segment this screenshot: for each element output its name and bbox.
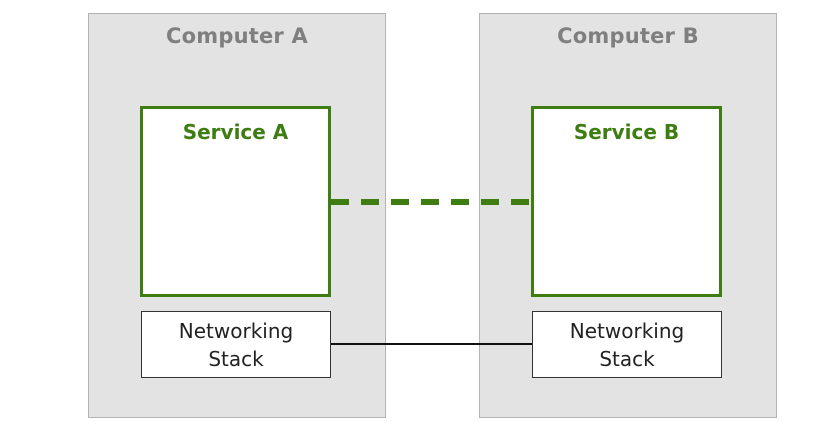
service-b-box: Service B bbox=[531, 106, 722, 297]
service-b-title: Service B bbox=[573, 120, 680, 144]
networking-stack-a-label: Networking Stack bbox=[179, 317, 293, 373]
networking-stack-b-label: Networking Stack bbox=[570, 317, 684, 373]
networking-stack-b-box: Networking Stack bbox=[532, 311, 722, 378]
service-a-title: Service A bbox=[182, 120, 289, 144]
service-a-box: Service A bbox=[140, 106, 331, 297]
computer-a-title: Computer A bbox=[166, 24, 308, 48]
computer-b-title: Computer B bbox=[557, 24, 699, 48]
networking-stack-a-line2: Stack bbox=[208, 346, 264, 371]
networking-stack-b-line1: Networking bbox=[569, 318, 685, 343]
networking-stack-a-line1: Networking bbox=[178, 318, 294, 343]
networking-stack-b-line2: Stack bbox=[599, 346, 655, 371]
networking-stack-a-box: Networking Stack bbox=[141, 311, 331, 378]
